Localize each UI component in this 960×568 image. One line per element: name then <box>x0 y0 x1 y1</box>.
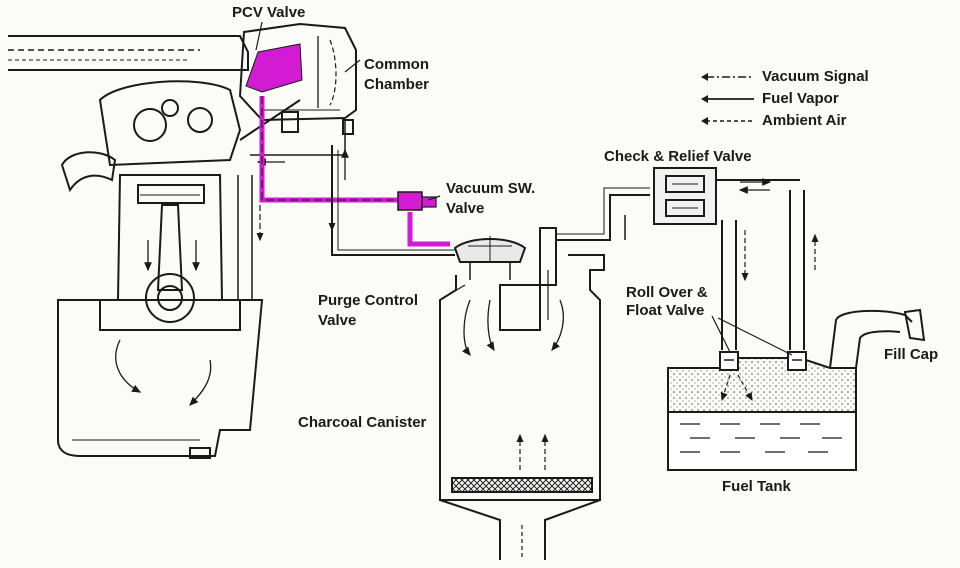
legend-label: Ambient Air <box>762 112 847 129</box>
vacuum-sw-valve-label-line2: Valve <box>446 200 485 217</box>
purge-control-valve-label-line1: Purge Control <box>318 292 418 309</box>
check-relief-valve <box>653 167 819 350</box>
legend-item-ambient-air: Ambient Air <box>700 112 900 130</box>
engine-block <box>8 35 264 459</box>
legend-swatch-solid <box>701 95 754 103</box>
common-chamber <box>238 22 357 180</box>
pcv-valve-label: PCV Valve <box>232 4 306 21</box>
rollover-valve-label-line2: Float Valve <box>626 302 705 319</box>
legend-swatch-dashed <box>701 117 754 125</box>
purge-control-valve-label-line2: Valve <box>318 312 357 329</box>
fuel-tank-label: Fuel Tank <box>722 478 791 495</box>
charcoal-canister <box>439 227 605 560</box>
common-chamber-label-line1: Common <box>364 56 429 73</box>
legend-swatch-dash-dot <box>701 73 754 81</box>
check-relief-valve-label: Check & Relief Valve <box>604 148 752 165</box>
legend-item-fuel-vapor: Fuel Vapor <box>700 90 900 108</box>
charcoal-canister-label: Charcoal Canister <box>298 414 427 431</box>
purge-control-valve <box>453 236 527 280</box>
vacuum-line <box>256 145 455 256</box>
rollover-valve-label-line1: Roll Over & <box>626 284 708 301</box>
common-chamber-label-line2: Chamber <box>364 76 430 93</box>
legend-item-vacuum-signal: Vacuum Signal <box>700 68 900 86</box>
leader-lines <box>255 21 466 301</box>
legend-label: Fuel Vapor <box>762 90 839 107</box>
vapor-lines <box>556 187 650 241</box>
legend: Vacuum Signal Fuel Vapor Ambient Air <box>700 68 900 132</box>
fuel-tank-shape <box>667 308 926 471</box>
legend-label: Vacuum Signal <box>762 68 869 85</box>
vacuum-sw-valve-label-line1: Vacuum SW. <box>446 180 536 197</box>
pcv-highlight <box>245 43 450 247</box>
fill-cap-label: Fill Cap <box>884 346 939 363</box>
